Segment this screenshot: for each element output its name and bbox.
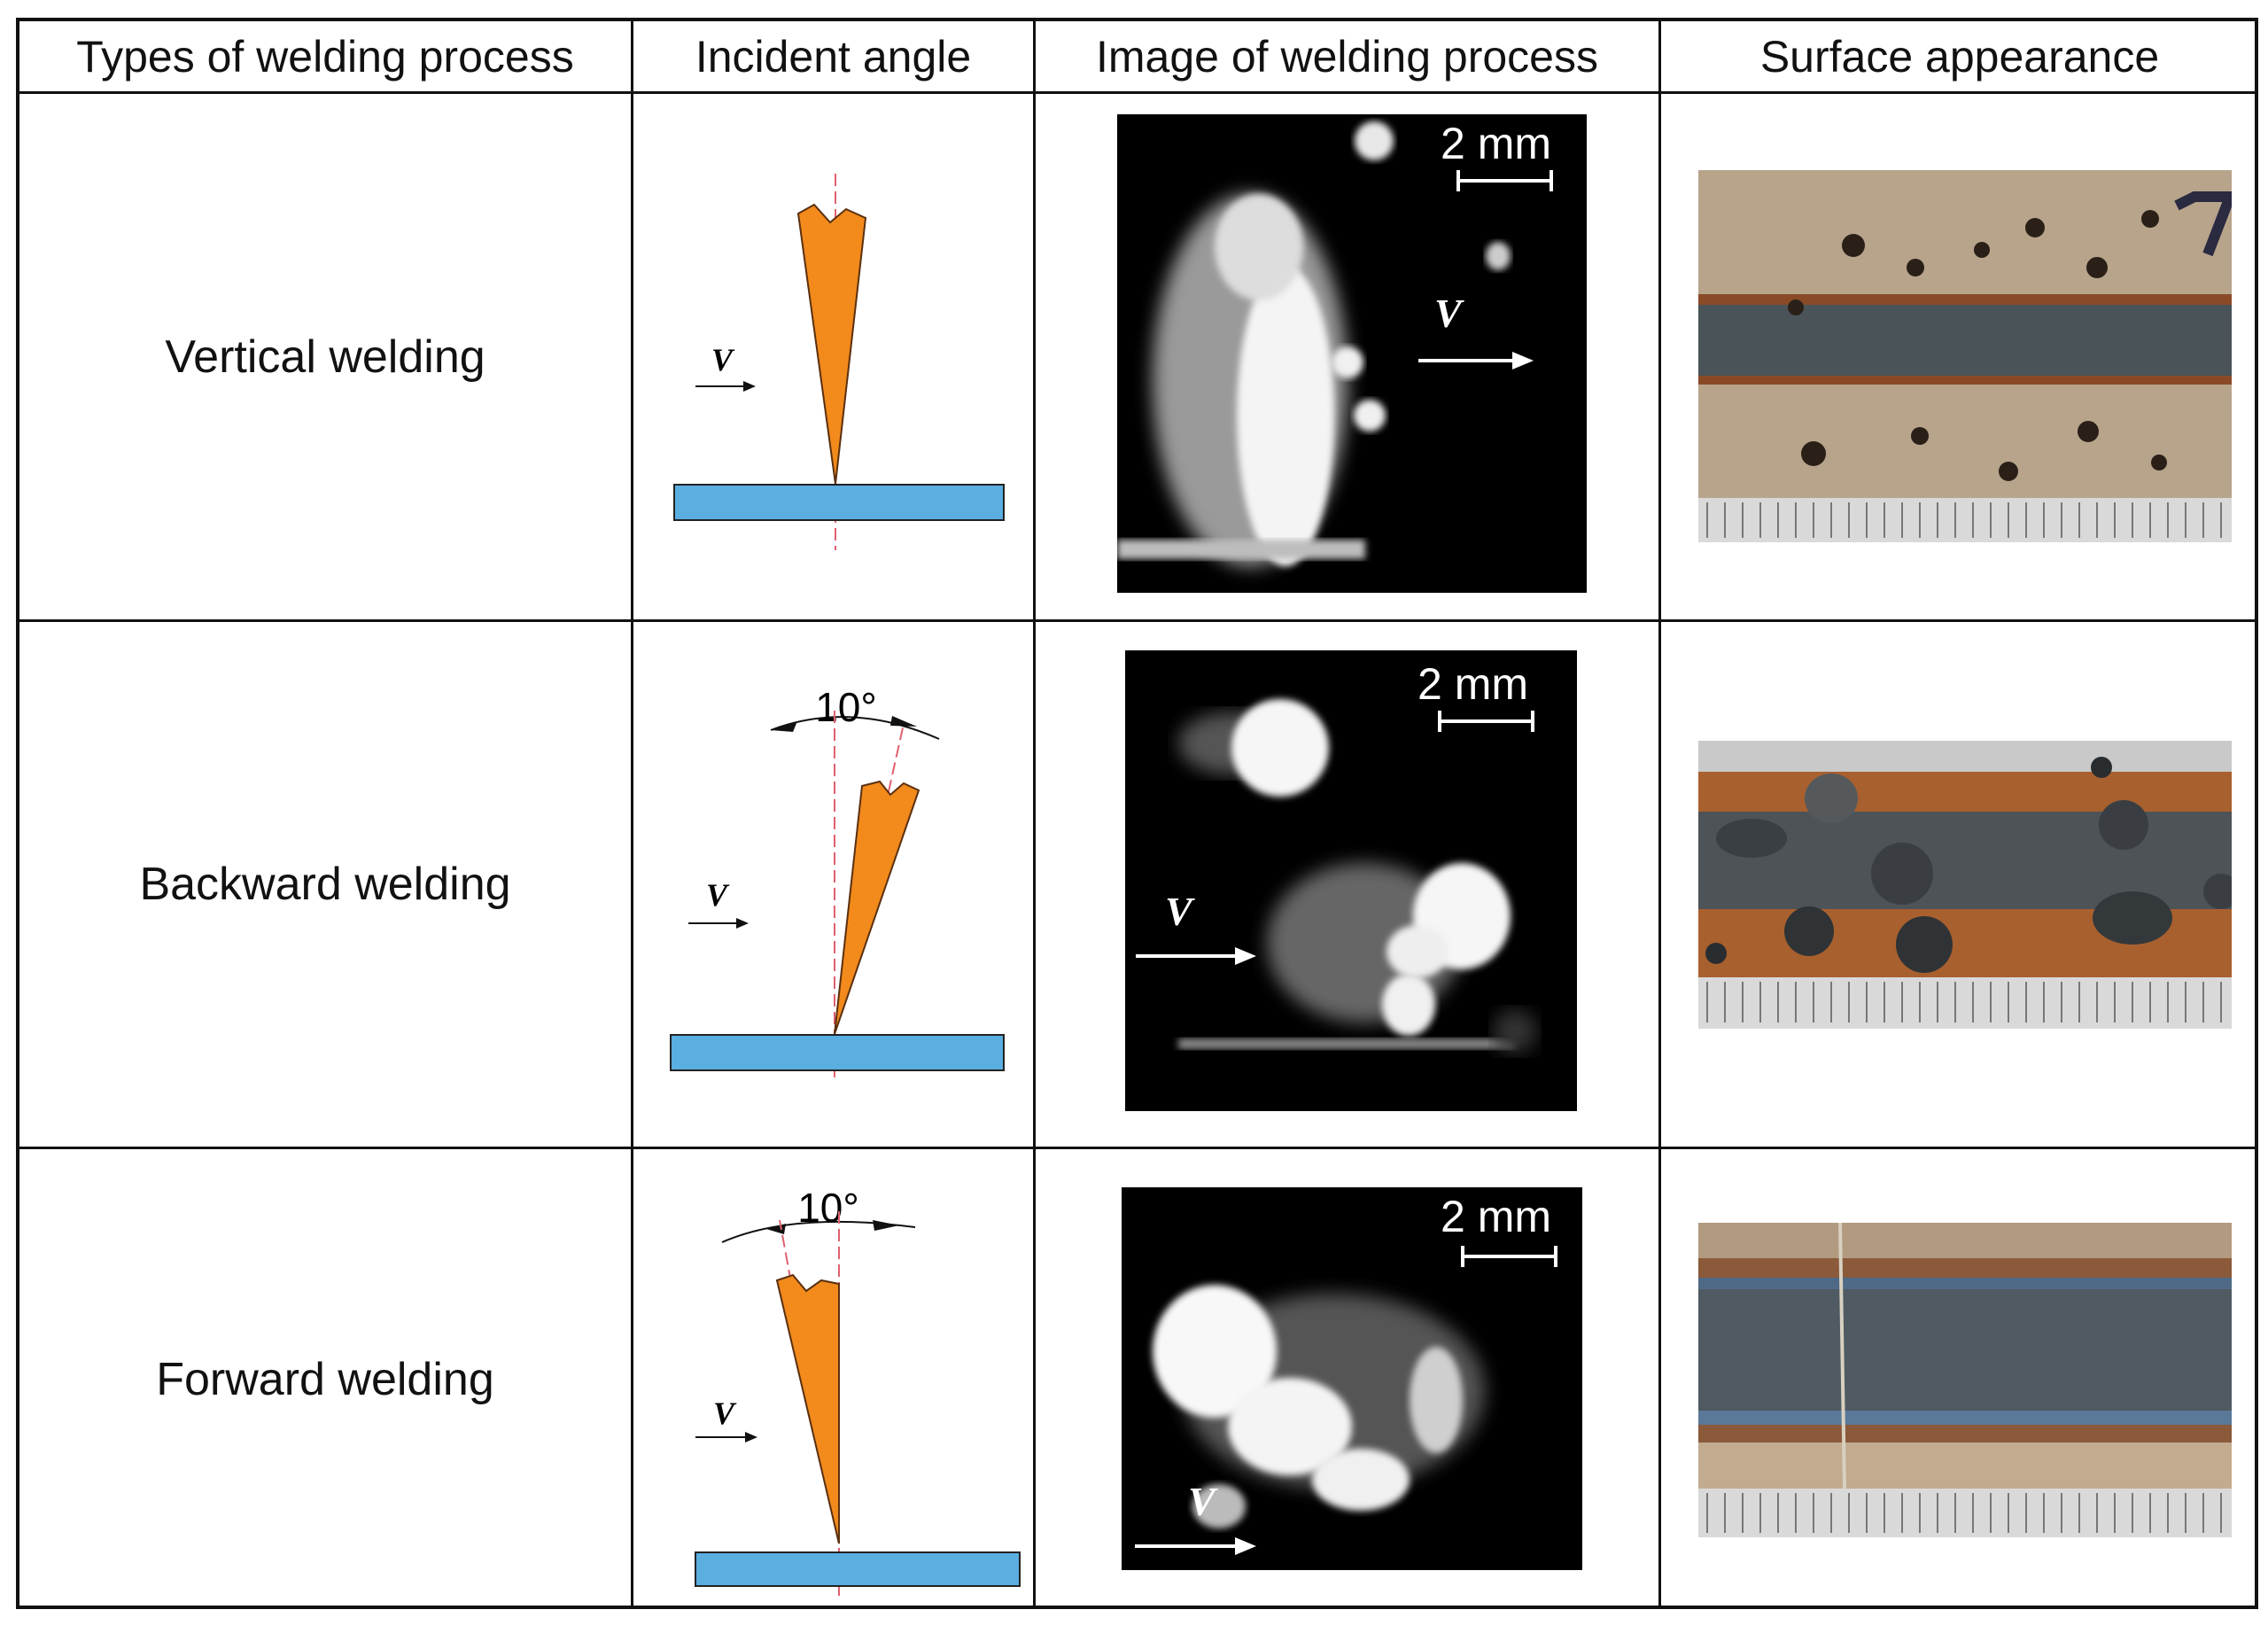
welding-comparison-table: Types of welding process Incident angle … bbox=[16, 18, 2258, 1609]
row-label-backward: Backward welding bbox=[139, 859, 511, 910]
header-image: Image of welding process bbox=[1096, 32, 1598, 82]
angle-label: 10° bbox=[815, 684, 877, 730]
arrow-head-icon bbox=[736, 918, 749, 929]
arrow-head-icon bbox=[743, 381, 756, 392]
electrode-icon bbox=[775, 1273, 840, 1544]
velocity-label: V bbox=[1165, 889, 1195, 934]
header-type: Types of welding process bbox=[76, 32, 574, 82]
electrode-icon bbox=[796, 203, 867, 485]
velocity-label: V bbox=[706, 877, 730, 913]
arrow-head-icon bbox=[1235, 1537, 1256, 1555]
arrow-head-icon bbox=[1512, 352, 1534, 369]
vertical-process-image: 2 mm V bbox=[1117, 114, 1587, 593]
plate bbox=[695, 1551, 1021, 1587]
row-divider bbox=[19, 1147, 2255, 1149]
header-surface: Surface appearance bbox=[1759, 32, 2160, 82]
vertical-surface-photo bbox=[1698, 170, 2232, 542]
scale-bar-label: 2 mm bbox=[1441, 119, 1551, 168]
plate bbox=[670, 1034, 1005, 1071]
backward-process-image: 2 mm V bbox=[1125, 650, 1577, 1111]
velocity-label: V bbox=[713, 1396, 737, 1431]
electrode-icon bbox=[834, 780, 920, 1035]
column-divider bbox=[631, 21, 633, 1606]
header-incident-angle: Incident angle bbox=[695, 32, 972, 82]
row-divider bbox=[19, 619, 2255, 622]
velocity-label: V bbox=[1434, 291, 1464, 336]
velocity-label: V bbox=[1188, 1479, 1218, 1524]
arrow-head-icon bbox=[745, 1432, 757, 1442]
row-label-vertical: Vertical welding bbox=[165, 330, 485, 383]
scale-bar-label: 2 mm bbox=[1418, 659, 1528, 709]
column-divider bbox=[1658, 21, 1661, 1606]
column-divider bbox=[1033, 21, 1036, 1606]
plate bbox=[673, 484, 1005, 521]
vertical-incident-diagram: V bbox=[673, 174, 1005, 550]
backward-incident-diagram: 10° V bbox=[670, 684, 1005, 1083]
forward-surface-photo bbox=[1698, 1223, 2232, 1537]
scale-bar-label: 2 mm bbox=[1441, 1192, 1551, 1241]
row-divider bbox=[19, 91, 2255, 94]
arrow-head-icon bbox=[1235, 947, 1256, 965]
backward-surface-photo bbox=[1698, 741, 2232, 1029]
row-label-forward: Forward welding bbox=[156, 1353, 494, 1405]
forward-process-image: 2 mm V bbox=[1122, 1187, 1582, 1570]
forward-incident-diagram: 10° V bbox=[695, 1185, 1021, 1601]
angle-label: 10° bbox=[797, 1185, 859, 1231]
velocity-label: V bbox=[711, 342, 735, 377]
